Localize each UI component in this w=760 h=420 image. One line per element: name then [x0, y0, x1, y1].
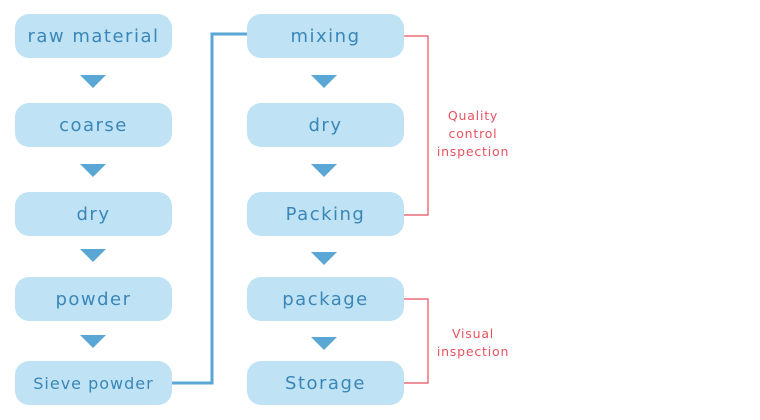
- step-package: package: [247, 277, 404, 321]
- down-arrow-icon: [80, 164, 106, 177]
- column-connector: [172, 32, 247, 385]
- visual-bracket: [404, 298, 429, 384]
- down-arrow-icon: [311, 252, 337, 265]
- note-line: inspection: [436, 144, 510, 159]
- down-arrow-icon: [311, 75, 337, 88]
- note-line: Quality: [447, 108, 499, 123]
- step-raw-material: raw material: [15, 14, 172, 58]
- step-storage: Storage: [247, 361, 404, 405]
- step-mixing: mixing: [247, 14, 404, 58]
- note-line: inspection: [436, 344, 510, 359]
- step-dry-second: dry: [247, 103, 404, 147]
- step-sieve-powder: Sieve powder: [15, 361, 172, 405]
- down-arrow-icon: [311, 164, 337, 177]
- quality-control-note: Quality control inspection: [432, 107, 514, 161]
- step-powder: powder: [15, 277, 172, 321]
- down-arrow-icon: [80, 335, 106, 348]
- down-arrow-icon: [80, 75, 106, 88]
- down-arrow-icon: [80, 249, 106, 262]
- quality-bracket: [404, 35, 429, 216]
- visual-inspection-note: Visual inspection: [432, 325, 514, 361]
- note-line: control: [448, 126, 498, 141]
- step-packing: Packing: [247, 192, 404, 236]
- step-dry: dry: [15, 192, 172, 236]
- down-arrow-icon: [311, 337, 337, 350]
- note-line: Visual: [451, 326, 495, 341]
- step-coarse: coarse: [15, 103, 172, 147]
